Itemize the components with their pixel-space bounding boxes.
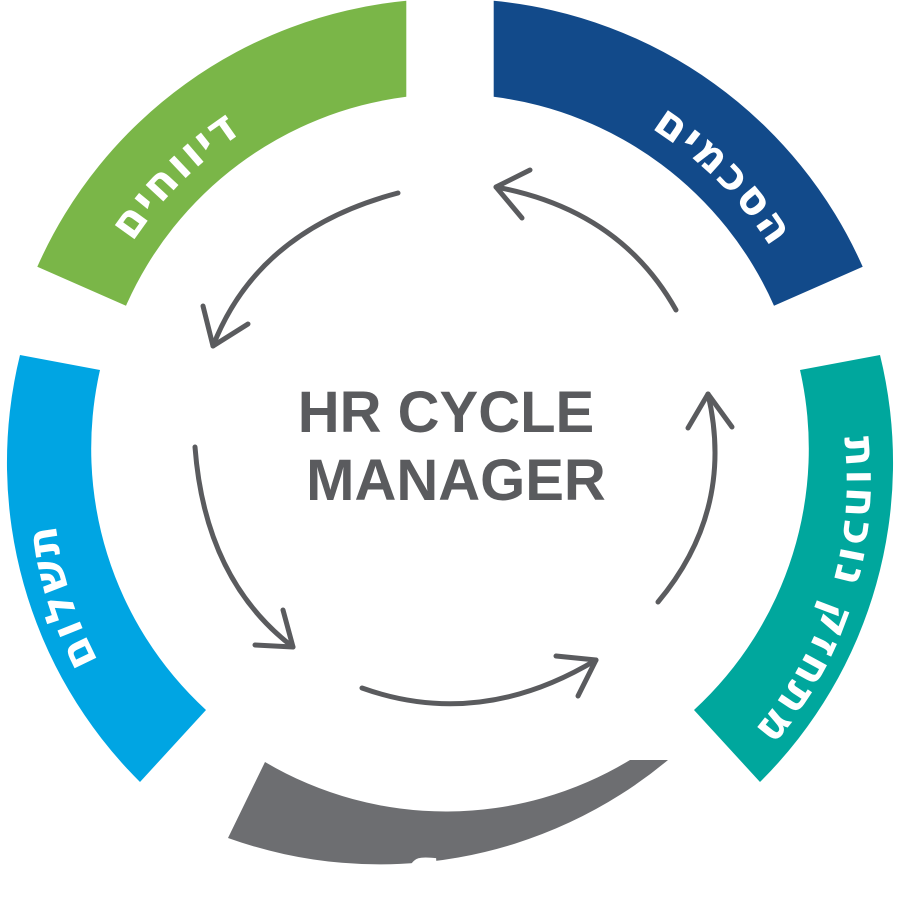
- arrow-head-left: [252, 607, 296, 650]
- cycle-arrows: [192, 167, 735, 707]
- arrow-top-right: [493, 184, 679, 313]
- arrow-head-top-right: [493, 167, 533, 221]
- arrow-right: [655, 391, 718, 605]
- arrow-bottom: [359, 657, 599, 707]
- arrow-head-right: [685, 391, 735, 431]
- segment-salary[interactable]: [228, 760, 668, 865]
- center-title-line2: MANAGER: [306, 448, 606, 513]
- center-title-line1: HR CYCLE: [298, 380, 594, 445]
- segment-agreements[interactable]: [493, 0, 863, 306]
- segment-reports[interactable]: [37, 0, 407, 306]
- arrow-head-bottom: [553, 653, 599, 699]
- segment-label-salary: שכר: [402, 845, 499, 899]
- arrow-left: [192, 444, 296, 650]
- arrow-top-left: [210, 190, 401, 349]
- segment-performance[interactable]: [694, 355, 894, 782]
- segment-payment[interactable]: [6, 355, 207, 782]
- arrow-head-top-left: [200, 303, 251, 349]
